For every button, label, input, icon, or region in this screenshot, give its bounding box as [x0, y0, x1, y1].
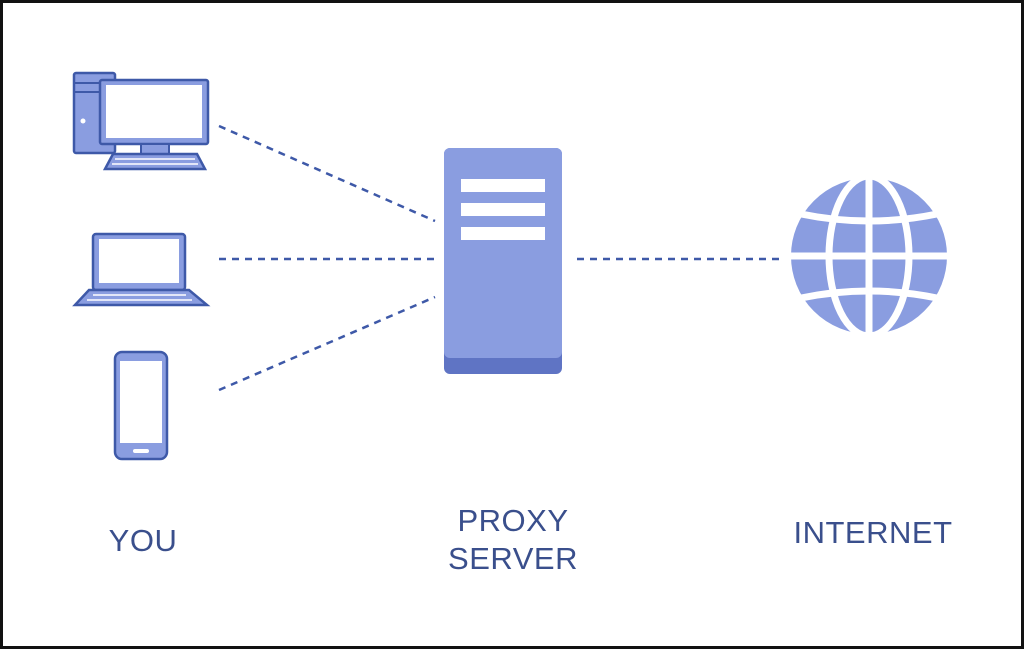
diagram-canvas: [72, 71, 951, 461]
proxy-label-line1: PROXY: [457, 503, 569, 538]
globe-icon: [787, 172, 951, 340]
desktop-computer-icon: [72, 71, 210, 171]
server-icon: [444, 148, 562, 374]
edge-desktop-proxy: [218, 124, 436, 223]
smartphone-icon: [113, 350, 169, 461]
internet-label: INTERNET: [793, 515, 953, 550]
edge-smartphone-proxy: [218, 295, 436, 392]
laptop-icon: [72, 232, 211, 307]
you-label: YOU: [108, 523, 178, 558]
proxy-server-label: PROXY SERVER: [413, 502, 613, 578]
proxy-label-line2: SERVER: [448, 541, 578, 576]
